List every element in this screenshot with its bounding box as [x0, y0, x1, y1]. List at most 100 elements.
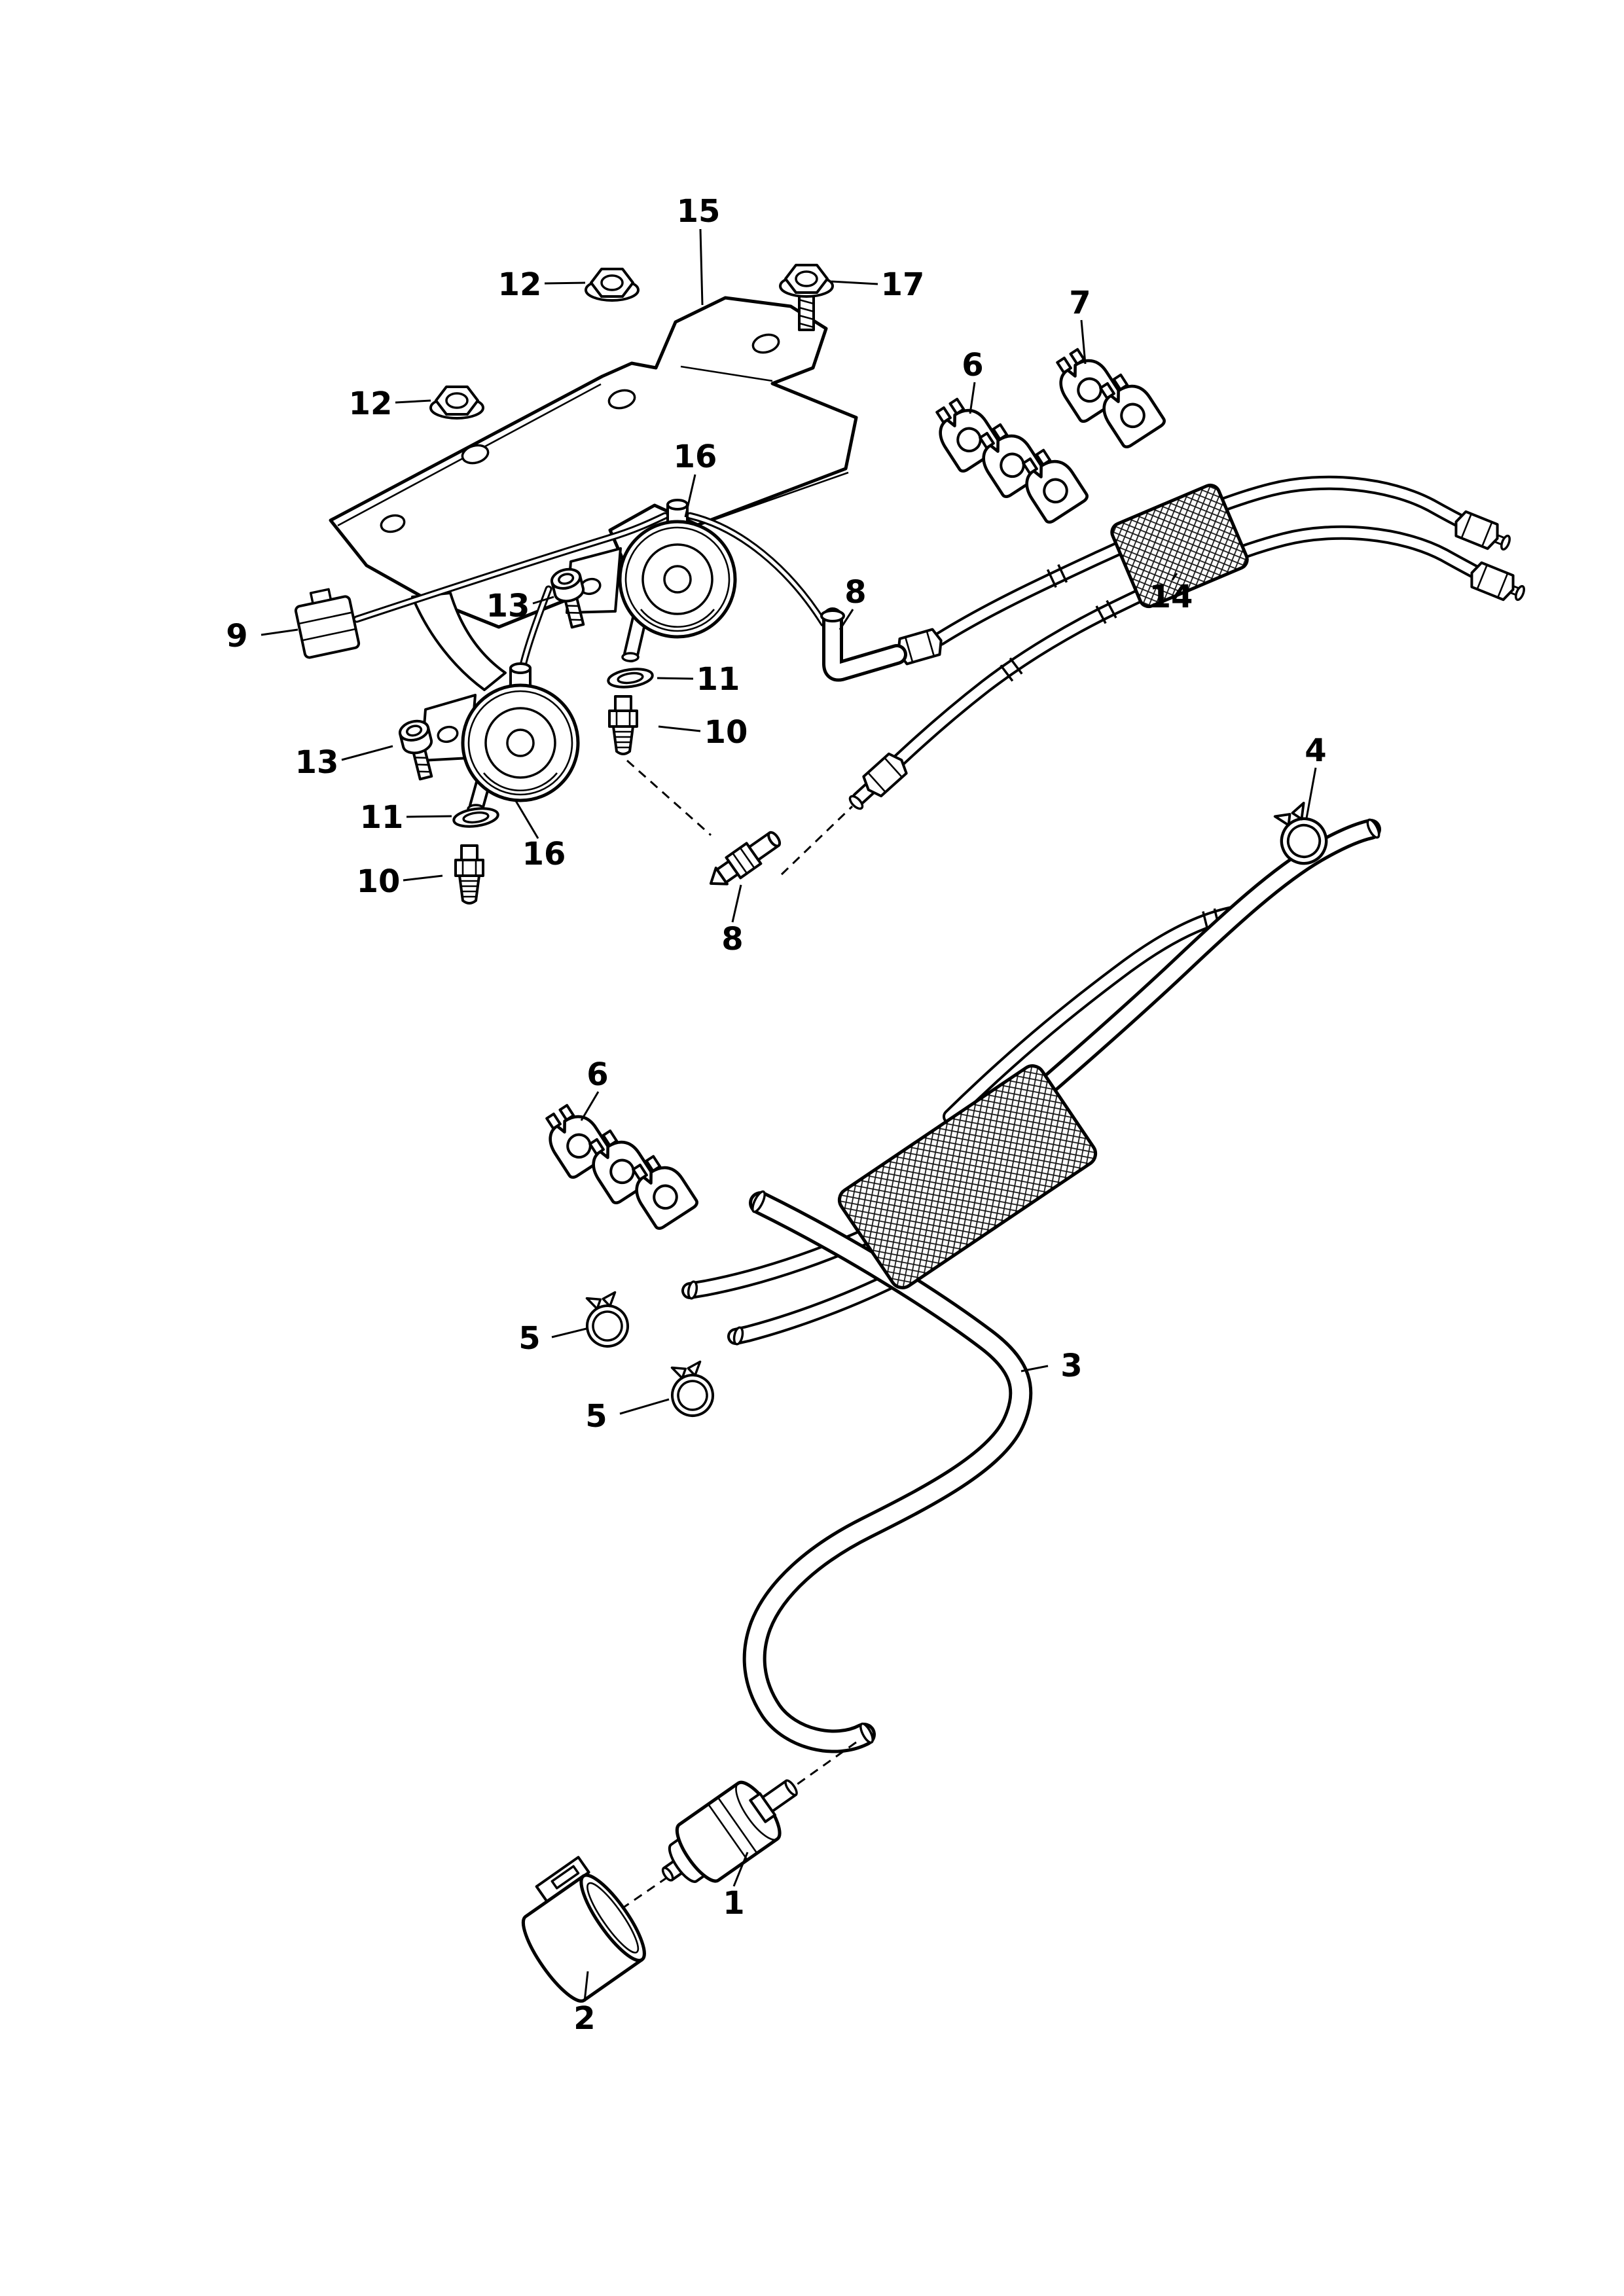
- callout-17: 17: [831, 266, 924, 303]
- seal-ring-left: [451, 804, 501, 831]
- callout-label-13-left: 13: [295, 744, 339, 781]
- callout-13-left: 13: [295, 744, 393, 781]
- leader-line: [406, 815, 452, 818]
- part-fuel-pipes: [848, 475, 1525, 810]
- callout-label-10-left: 10: [357, 863, 401, 900]
- callout-label-12-left: 12: [349, 386, 393, 422]
- seal-ring-right: [605, 665, 655, 691]
- part-connector: [294, 588, 361, 659]
- callout-5-upper: 5: [518, 1320, 587, 1357]
- callout-label-6-top: 6: [962, 347, 983, 384]
- part-fuel-hose: [742, 1190, 1033, 1753]
- callout-label-6-bottom: 6: [586, 1056, 608, 1093]
- leader-line: [658, 725, 701, 732]
- part-clip-cluster-top: [927, 393, 1089, 524]
- callout-16-left: 16: [514, 799, 566, 872]
- callout-15: 15: [677, 193, 721, 306]
- part-braided-sleeve: [837, 1064, 1098, 1289]
- callout-14: 14: [1149, 573, 1193, 615]
- part-clip-cluster-bottom: [537, 1099, 699, 1230]
- callout-label-16-left: 16: [522, 836, 566, 872]
- part-clamp-lower: [664, 1359, 718, 1421]
- part-clamp-upper: [579, 1289, 633, 1352]
- threaded-fitting-left: [454, 844, 484, 905]
- callout-7: 7: [1069, 285, 1091, 365]
- callout-label-2: 2: [573, 2000, 595, 2037]
- pipe-braided-wrap: [1110, 483, 1249, 609]
- callout-label-10-right: 10: [704, 714, 748, 751]
- threaded-fitting-right: [608, 695, 638, 755]
- callout-16-right: 16: [674, 439, 717, 518]
- callout-9: 9: [226, 618, 298, 655]
- callout-1: 1: [723, 1852, 749, 1922]
- leader-line: [583, 1971, 589, 2002]
- callout-label-17: 17: [881, 266, 925, 303]
- callout-label-16-right: 16: [674, 439, 717, 475]
- leader-line: [831, 280, 878, 285]
- callout-6-bottom: 6: [580, 1056, 609, 1121]
- leader-line: [261, 628, 298, 636]
- leader-line: [1171, 573, 1178, 581]
- leader-line: [732, 1852, 749, 1887]
- leader-line: [969, 382, 976, 414]
- bracket-strap: [411, 592, 507, 691]
- callout-3: 3: [1020, 1348, 1083, 1384]
- leader-line: [395, 399, 431, 404]
- callout-label-1: 1: [723, 1885, 744, 1922]
- flange-nut-top: [585, 268, 640, 302]
- leader-line: [619, 1398, 670, 1415]
- leader-line: [514, 799, 539, 839]
- callout-5-lower: 5: [585, 1398, 670, 1435]
- part-regulator-holder: [521, 1856, 646, 2003]
- leader-line: [731, 884, 742, 923]
- callout-label-14: 14: [1149, 579, 1193, 615]
- callout-label-3: 3: [1060, 1348, 1082, 1384]
- bracket-hole: [607, 389, 636, 410]
- leader-line: [839, 609, 854, 630]
- leader-line: [684, 474, 696, 518]
- leader-line: [580, 1091, 600, 1121]
- leader-line: [657, 677, 694, 680]
- callout-label-8-fitting: 8: [721, 921, 743, 958]
- callout-label-11-right: 11: [696, 661, 740, 698]
- leader-line: [551, 1327, 587, 1338]
- callout-label-12-top: 12: [498, 266, 542, 303]
- callout-label-5-upper: 5: [518, 1320, 540, 1357]
- callout-11-left: 11: [360, 799, 452, 836]
- callout-label-15: 15: [677, 193, 721, 230]
- part-straight-fitting: [702, 825, 786, 895]
- callout-13-right: 13: [486, 588, 554, 624]
- part-clip-pair: [1047, 343, 1166, 449]
- callout-10-left: 10: [357, 863, 443, 900]
- callout-2: 2: [573, 1971, 596, 2037]
- callout-12-top: 12: [498, 266, 586, 303]
- callout-8-elbow: 8: [839, 574, 867, 630]
- leader-line: [1020, 1365, 1049, 1372]
- part-damper-left: [420, 664, 578, 814]
- callout-label-13-right: 13: [486, 588, 530, 624]
- part-mounting-bracket: [329, 296, 858, 691]
- callout-4: 4: [1305, 732, 1327, 819]
- callouts: 1 2 3 4 5 5 6 6: [226, 193, 1326, 2037]
- callout-label-8-elbow: 8: [844, 574, 866, 611]
- callout-10-right: 10: [658, 714, 748, 751]
- callout-label-11-left: 11: [360, 799, 404, 836]
- callout-11-right: 11: [657, 661, 740, 698]
- leader-line: [341, 745, 393, 761]
- leader-line: [699, 228, 704, 306]
- callout-label-5-lower: 5: [585, 1398, 607, 1435]
- bracket-hole: [461, 444, 490, 465]
- leader-line: [1080, 319, 1087, 365]
- bracket-hole: [751, 333, 780, 354]
- callout-12-left: 12: [349, 386, 431, 422]
- part-elbow-fitting: [820, 607, 907, 682]
- callout-label-9: 9: [226, 618, 247, 655]
- leader-line: [1305, 767, 1317, 819]
- callout-label-4: 4: [1305, 732, 1326, 769]
- callout-8-fitting: 8: [721, 884, 744, 958]
- bracket-hole: [380, 514, 406, 533]
- callout-6-top: 6: [962, 347, 984, 414]
- part-fuel-pressure-regulator: [661, 1779, 798, 1883]
- leader-line: [403, 874, 443, 882]
